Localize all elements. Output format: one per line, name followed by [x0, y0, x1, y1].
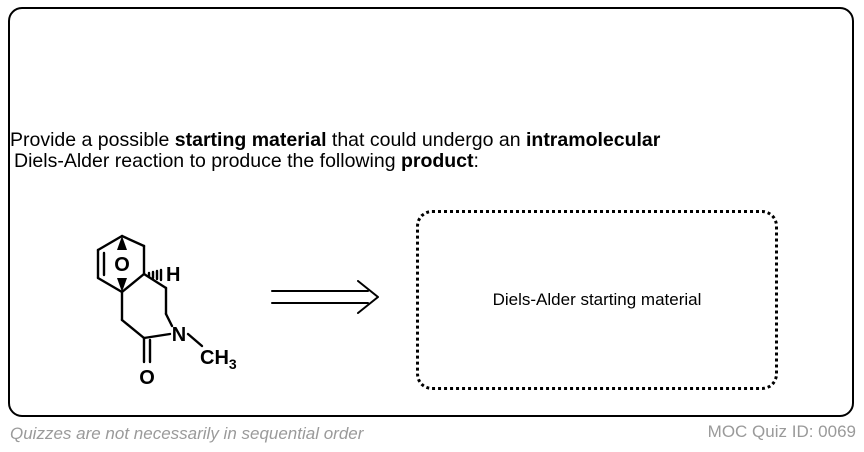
nitrogen-label: N [172, 324, 186, 346]
retrosynthesis-arrow [271, 280, 379, 314]
question-text-part: Diels-Alder reaction to produce the foll… [14, 150, 401, 172]
quiz-id: MOC Quiz ID: 0069 [707, 422, 856, 441]
question-text-part: : [473, 150, 479, 172]
bond [120, 318, 146, 340]
intramolecular-emphasis: intramolecular [525, 129, 661, 151]
question-text-part: Provide a possible [10, 129, 175, 151]
question-text-part: that could undergo an [326, 129, 526, 151]
bond [96, 234, 124, 252]
bond [120, 272, 146, 294]
question-line-1: Provide a possible starting material tha… [10, 130, 790, 151]
n-methyl-bond [186, 332, 204, 348]
answer-box-label: Diels-Alder starting material [492, 290, 702, 309]
label-mask [112, 252, 132, 276]
footer-note: Quizzes are not necessarily in sequentia… [10, 424, 364, 443]
oxygen-bridge-label: O [114, 254, 130, 276]
question-line-2: Diels-Alder reaction to produce the foll… [10, 151, 790, 172]
bond [142, 272, 168, 290]
carbonyl-oxygen-label: O [139, 367, 155, 389]
wedge-bond [117, 236, 127, 250]
bond [120, 234, 146, 248]
product-emphasis: product [400, 150, 474, 172]
hydrogen-label: H [166, 264, 180, 286]
answer-box[interactable]: Diels-Alder starting material [416, 210, 778, 390]
bond [96, 276, 124, 294]
product-structure: O H N O CH3 [96, 234, 237, 389]
bond-to-n [142, 332, 172, 340]
question-text: Provide a possible starting material tha… [10, 130, 790, 172]
starting-material-emphasis: starting material [174, 129, 327, 151]
wedge-bond [117, 278, 127, 292]
bond-to-n [164, 312, 174, 328]
methyl-label: CH3 [200, 347, 237, 372]
